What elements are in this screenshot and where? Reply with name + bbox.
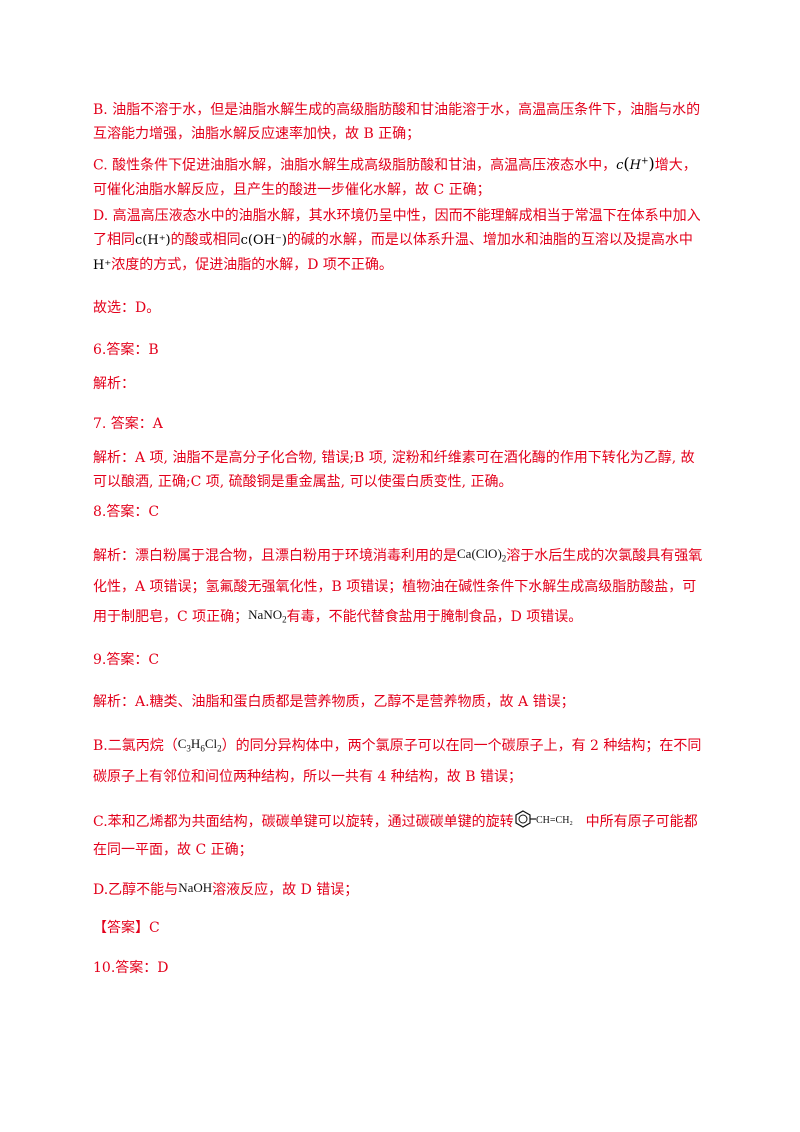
q7-analysis: 解析：A 项, 油脂不是高分子化合物, 错误;B 项, 淀粉和纤维素可在酒化酶的… <box>93 450 695 490</box>
q6-answer: 6.答案：B <box>93 342 159 358</box>
formula-c3h6cl2: C3H6Cl2 <box>177 736 222 754</box>
option-c-explanation: C. 酸性条件下促进油脂水解，油脂水解生成高级脂肪酸和甘油，高温高压液态水中，c… <box>93 150 705 202</box>
styrene-structure-icon: CH=CH₂ <box>515 810 573 828</box>
q9-option-d: D.乙醇不能与NaOH溶液反应，故 D 错误； <box>93 880 359 898</box>
formula-c-h: c(H⁺) <box>135 233 171 248</box>
formula-h-plus: H⁺ <box>93 258 112 273</box>
q7-answer: 7. 答案：A <box>93 416 163 432</box>
formula-c-oh: c(OH⁻) <box>240 233 287 248</box>
formula-c-h-plus: c(H+) <box>616 154 655 174</box>
q6-analysis: 解析： <box>93 376 135 392</box>
q9-final-answer: 【答案】C <box>93 920 160 936</box>
option-c-text-1: C. 酸性条件下促进油脂水解，油脂水解生成高级脂肪酸和甘油，高温高压液态水中， <box>93 157 617 174</box>
formula-naoh: NaOH <box>178 880 213 895</box>
q10-answer: 10.答案：D <box>93 960 169 976</box>
q8-answer: 8.答案：C <box>93 504 160 520</box>
q8-analysis: 解析：漂白粉属于混合物，且漂白粉用于环境消毒利用的是Ca(ClO)2溶于水后生成… <box>93 546 703 625</box>
formula-nano2: NaNO2 <box>248 606 287 625</box>
styrene-label: CH=CH₂ <box>536 815 573 826</box>
q9-option-b: B.二氯丙烷（C3H6Cl2）的同分异构体中，两个氯原子可以在同一个碳原子上，有… <box>93 736 702 785</box>
q9-option-a: 解析：A.糖类、油脂和蛋白质都是营养物质，乙醇不是营养物质，故 A 错误； <box>93 694 575 710</box>
option-b-explanation: B. 油脂不溶于水，但是油脂水解生成的高级脂肪酸和甘油能溶于水，高温高压条件下，… <box>93 102 701 142</box>
option-d-explanation: D. 高温高压液态水中的油脂水解，其水环境仍呈中性，因而不能理解成相当于常温下在… <box>93 208 701 273</box>
q9-answer: 9.答案：C <box>93 652 160 668</box>
option-c-text-2: 增大，可催化油脂水解反应，且产生的酸进一步催化水解，故 C 正确； <box>93 157 697 199</box>
selection-d: 故选：D。 <box>93 300 161 316</box>
formula-ca-clo2: Ca(ClO)2 <box>457 546 507 564</box>
